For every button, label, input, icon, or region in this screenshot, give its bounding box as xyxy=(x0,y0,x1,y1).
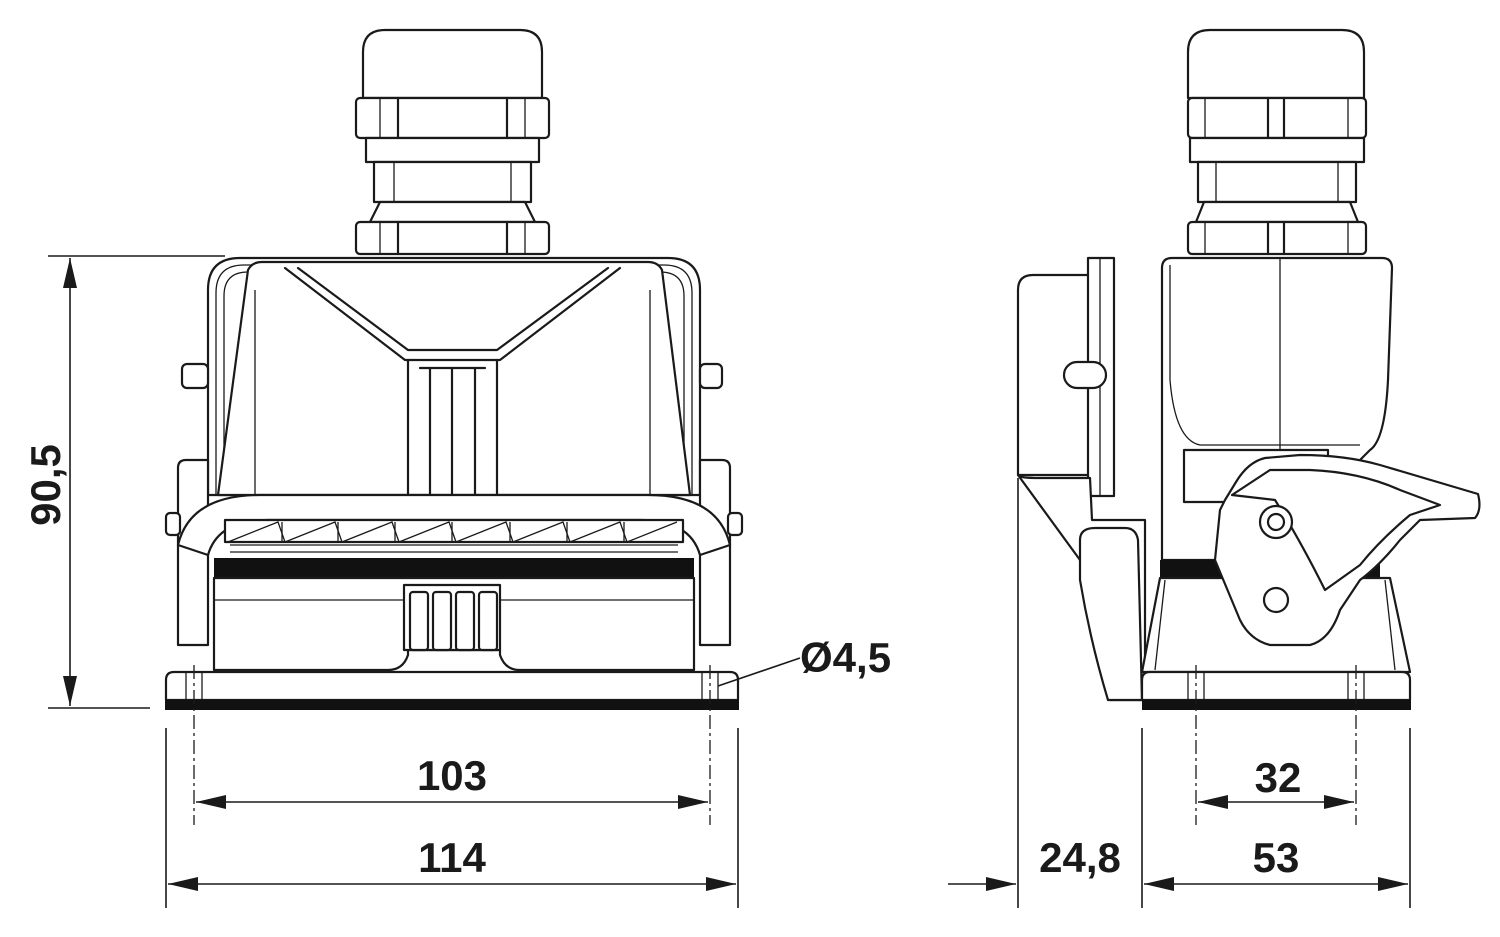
front-flange xyxy=(164,670,740,710)
front-lever-frame xyxy=(164,458,744,647)
side-cable-gland xyxy=(1186,28,1368,256)
side-panel-flap xyxy=(1016,256,1147,702)
side-dimensions: 32 24,8 53 xyxy=(948,478,1411,908)
base-width-dimension-label: 114 xyxy=(418,834,486,881)
front-dimensions: 90,5 103 114 Ø4,5 xyxy=(22,255,891,908)
front-cable-gland xyxy=(354,28,551,256)
side-hole-pitch-dimension-label: 32 xyxy=(1255,754,1302,801)
side-view xyxy=(1016,28,1481,825)
hole-pitch-dimension-label: 103 xyxy=(417,752,487,799)
side-width-dimension-label: 53 xyxy=(1253,834,1300,881)
front-view xyxy=(164,28,744,825)
side-locking-lever xyxy=(1213,453,1481,647)
front-hood xyxy=(180,256,724,497)
height-dimension-label: 90,5 xyxy=(22,444,69,526)
front-housing-base xyxy=(212,576,696,672)
hole-diameter-label: Ø4,5 xyxy=(800,634,891,681)
side-flange xyxy=(1140,670,1412,710)
front-seal-band xyxy=(214,558,694,578)
side-offset-dimension-label: 24,8 xyxy=(1039,834,1121,881)
